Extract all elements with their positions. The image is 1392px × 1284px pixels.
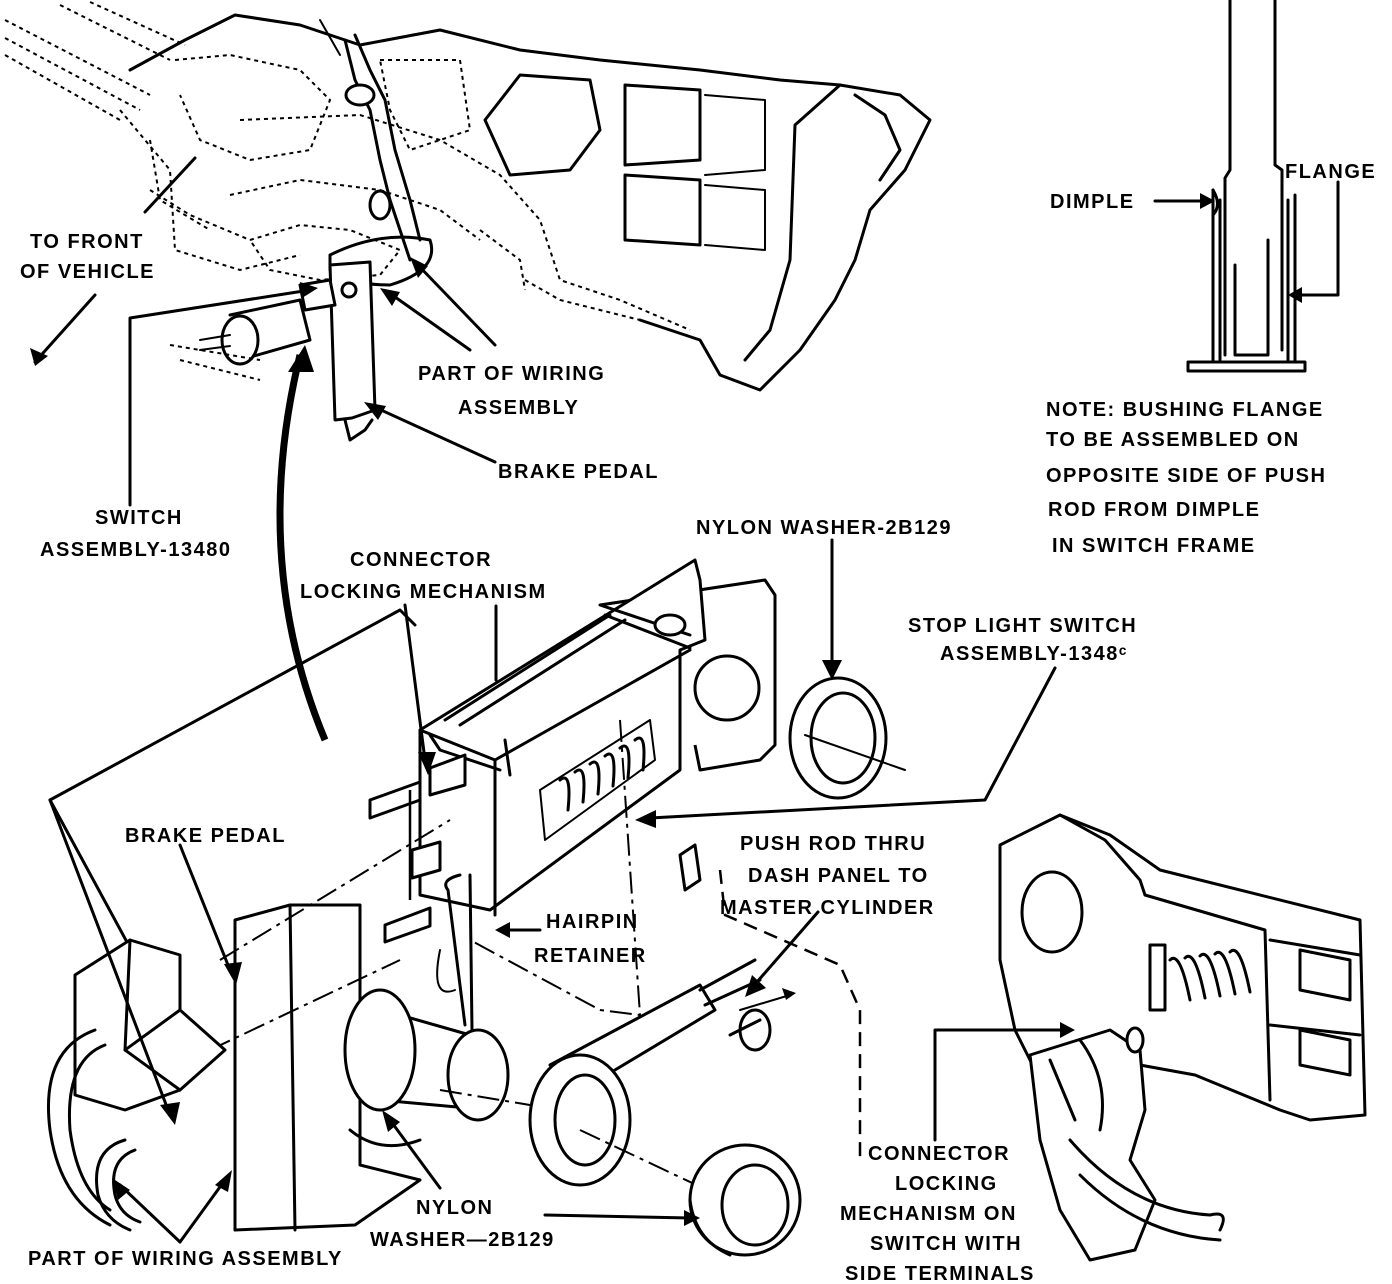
push-rod-label-1: PUSH ROD THRU bbox=[740, 833, 926, 855]
text-labels: TO FRONT OF VEHICLE PART OF WIRING ASSEM… bbox=[20, 161, 1376, 1284]
side-terminals-label-5: SIDE TERMINALS bbox=[845, 1263, 1035, 1284]
hairpin-label-1: HAIRPIN bbox=[546, 911, 639, 933]
switch-assembly-label-2: ASSEMBLY-13480 bbox=[40, 539, 231, 561]
push-rod-assembly bbox=[343, 676, 906, 1257]
side-terminals-label-4: SWITCH WITH bbox=[870, 1233, 1022, 1255]
connector-locking-label-1: CONNECTOR bbox=[350, 549, 492, 571]
push-rod-label-2: DASH PANEL TO bbox=[748, 865, 929, 887]
nylon-washer-top-label: NYLON WASHER-2B129 bbox=[696, 517, 952, 539]
flange-label: FLANGE bbox=[1285, 161, 1376, 183]
to-front-label-2: OF VEHICLE bbox=[20, 261, 155, 283]
side-terminals-label-3: MECHANISM ON bbox=[840, 1203, 1017, 1225]
dashboard-illustration bbox=[4, 1, 932, 442]
note-line-5: IN SWITCH FRAME bbox=[1052, 535, 1256, 557]
note-line-3: OPPOSITE SIDE OF PUSH bbox=[1046, 465, 1326, 487]
stop-light-switch-label-2: ASSEMBLY-1348ᶜ bbox=[940, 643, 1128, 665]
note-line-1: NOTE: BUSHING FLANGE bbox=[1046, 399, 1324, 421]
dimple-label: DIMPLE bbox=[1050, 191, 1135, 213]
wiring-bottom-label: PART OF WIRING ASSEMBLY bbox=[28, 1248, 343, 1270]
switch-assembly-label-1: SWITCH bbox=[95, 507, 183, 529]
to-front-label-1: TO FRONT bbox=[30, 231, 144, 253]
side-terminals-label-1: CONNECTOR bbox=[868, 1143, 1010, 1165]
brake-pedal-and-connector bbox=[46, 608, 451, 1232]
push-rod-label-3: MASTER CYLINDER bbox=[720, 897, 935, 919]
side-terminals-label-2: LOCKING bbox=[895, 1173, 998, 1195]
brake-pedal-lower-label: BRAKE PEDAL bbox=[125, 825, 286, 847]
note-line-2: TO BE ASSEMBLED ON bbox=[1046, 429, 1300, 451]
note-line-4: ROD FROM DIMPLE bbox=[1048, 499, 1261, 521]
side-terminal-switch bbox=[998, 813, 1367, 1262]
flange-detail bbox=[1186, 0, 1307, 373]
wiring-top-label-1: PART OF WIRING bbox=[418, 363, 605, 385]
stop-light-switch-label-1: STOP LIGHT SWITCH bbox=[908, 615, 1137, 637]
hairpin-label-2: RETAINER bbox=[534, 945, 647, 967]
nylon-washer-bottom-label-1: NYLON bbox=[416, 1197, 494, 1219]
leader-lines bbox=[30, 156, 1340, 1244]
wiring-top-label-2: ASSEMBLY bbox=[458, 397, 579, 419]
connector-locking-label-2: LOCKING MECHANISM bbox=[300, 581, 547, 603]
switch-body bbox=[368, 558, 862, 1160]
brake-pedal-top-label: BRAKE PEDAL bbox=[498, 461, 659, 483]
nylon-washer-bottom-label-2: WASHER—2B129 bbox=[370, 1229, 555, 1251]
